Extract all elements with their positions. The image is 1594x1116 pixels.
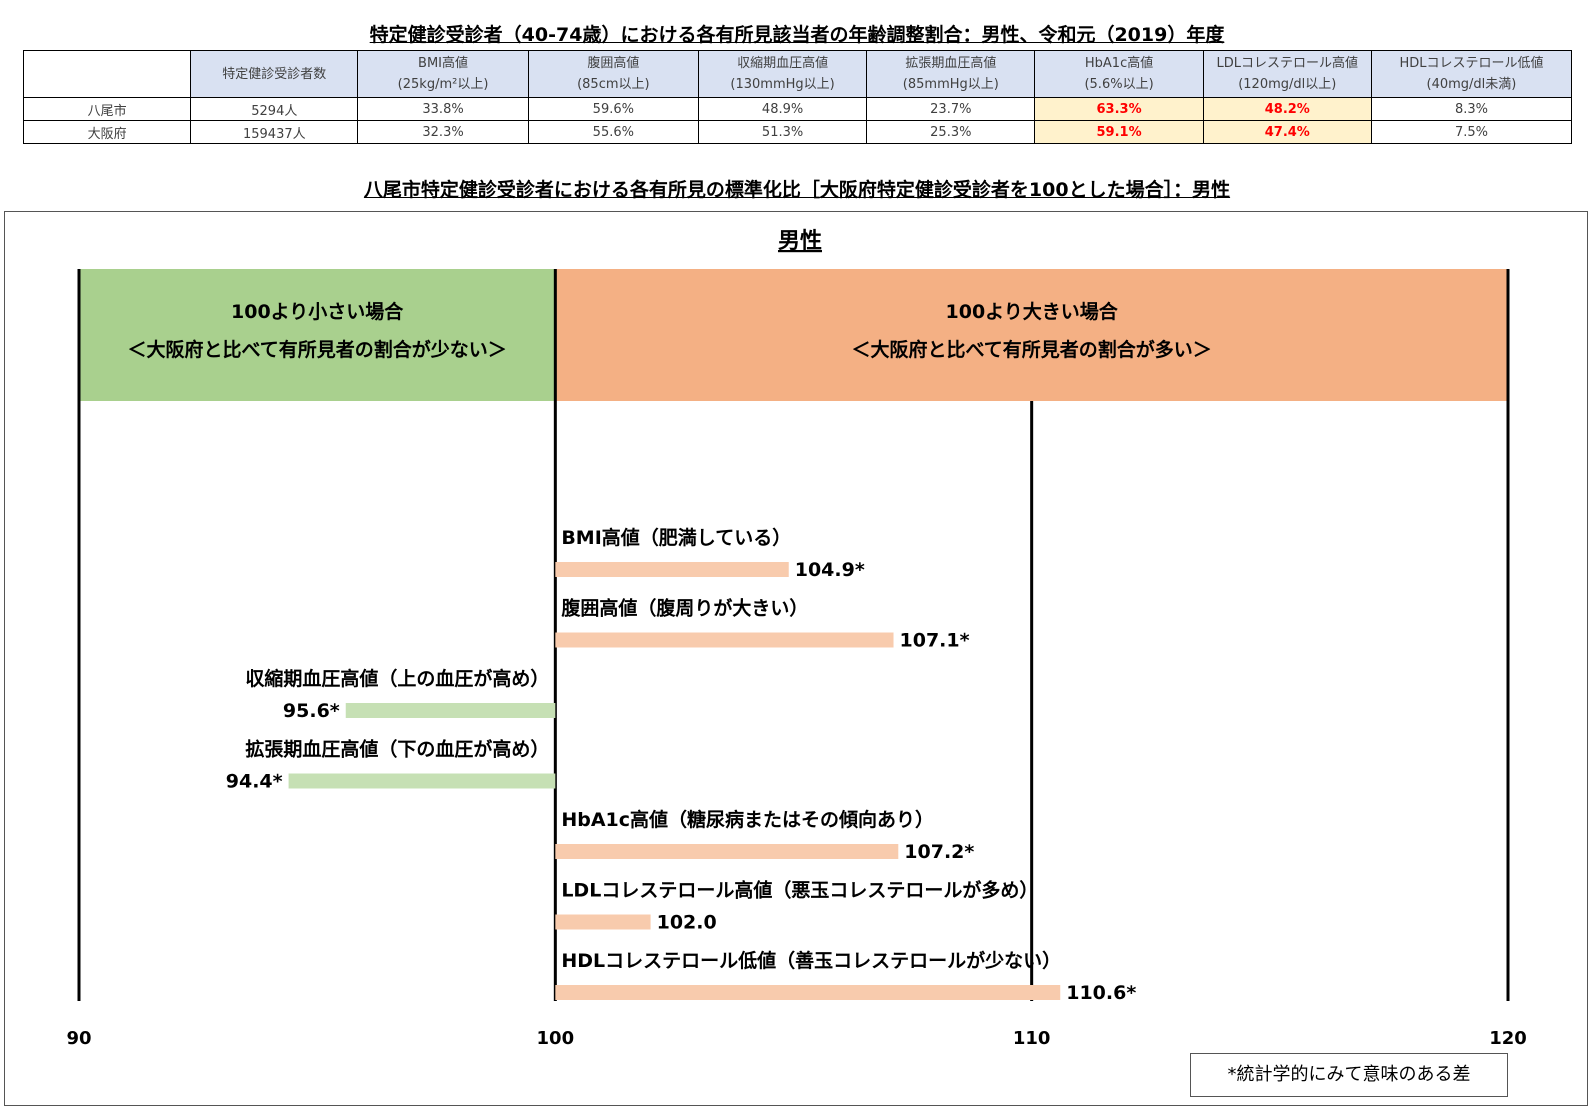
bar-label: HbA1c高値（糖尿病またはその傾向あり） [561, 808, 934, 831]
table-cell: 159437人 [190, 120, 359, 144]
bar-value: 104.9* [795, 559, 865, 581]
bar-value: 95.6* [283, 700, 340, 722]
table-title: 特定健診受診者（40-74歳）における各有所見該当者の年齢調整割合：男性、令和元… [369, 24, 1225, 46]
low-region-box [79, 269, 556, 401]
table-row: 大阪府 159437人 32.3% 55.6% 51.3% 25.3% 59.1… [22, 120, 1573, 144]
bar [288, 773, 556, 789]
table-header-row: 特定健診受診者数 BMI高値(25kg/m²以上) 腹囲高値(85cm以上) 収… [22, 50, 1573, 98]
table-cell-highlight: 63.3% [1034, 97, 1204, 121]
stats-table: 特定健診受診者数 BMI高値(25kg/m²以上) 腹囲高値(85cm以上) 収… [22, 50, 1573, 144]
high-region-sublabel: ＜大阪府と比べて有所見者の割合が多い＞ [852, 338, 1212, 361]
chart-section-title: 八尾市特定健診受診者における各有所見の標準化比［大阪府特定健診受診者を100とし… [363, 179, 1231, 201]
table-cell-highlight: 59.1% [1034, 120, 1204, 144]
bar-label: LDLコレステロール高値（悪玉コレステロールが多め） [561, 879, 1038, 902]
low-region-sublabel: ＜大阪府と比べて有所見者の割合が少ない＞ [128, 338, 507, 361]
x-tick-label: 90 [66, 1028, 91, 1049]
bar [345, 703, 556, 718]
bar [555, 844, 899, 859]
header-cell: HbA1c高値(5.6%以上) [1034, 50, 1204, 98]
header-cell: 拡張期血圧高値(85mmHg以上) [866, 50, 1036, 98]
table-cell: 55.6% [527, 120, 699, 144]
low-region-label: 100より小さい場合 [231, 300, 404, 323]
header-cell: 収縮期血圧高値(130mmHg以上) [697, 50, 868, 98]
x-tick-label: 100 [537, 1028, 575, 1049]
footnote: *統計学的にみて意味のある差 [1190, 1053, 1508, 1097]
table-cell: 51.3% [697, 120, 868, 144]
bar-label: 腹囲高値（腹周りが大きい） [560, 597, 808, 620]
table-cell: 7.5% [1370, 120, 1573, 144]
chart-frame [4, 211, 1588, 1106]
row-label: 大阪府 [22, 120, 192, 144]
table-cell: 25.3% [866, 120, 1036, 144]
x-tick-label: 110 [1013, 1028, 1051, 1049]
header-cell: HDLコレステロール低値(40mg/dl未満) [1370, 50, 1573, 98]
table-cell: 32.3% [357, 120, 529, 144]
table-cell-highlight: 48.2% [1202, 97, 1372, 121]
bar-label: 収縮期血圧高値（上の血圧が高め） [245, 667, 549, 690]
bar-value: 107.1* [900, 630, 970, 652]
x-tick-label: 120 [1489, 1028, 1527, 1049]
header-cell: LDLコレステロール高値(120mg/dl以上) [1202, 50, 1372, 98]
high-region-box [555, 269, 1508, 401]
bar [555, 985, 1061, 1000]
bar-label: 拡張期血圧高値（下の血圧が高め） [245, 738, 549, 761]
bar [555, 632, 894, 648]
table-cell: 59.6% [527, 97, 699, 121]
header-cell: 腹囲高値(85cm以上) [527, 50, 699, 98]
table-cell: 48.9% [697, 97, 868, 121]
bar [555, 914, 651, 930]
bar-label: HDLコレステロール低値（善玉コレステロールが少ない） [561, 949, 1061, 972]
table-cell: 5294人 [190, 97, 359, 121]
bar-label: BMI高値（肥満している） [561, 526, 791, 549]
table-cell-highlight: 47.4% [1202, 120, 1372, 144]
bar-value: 94.4* [226, 771, 283, 793]
bar-value: 107.2* [904, 841, 974, 863]
chart-title: 男性 [778, 229, 822, 254]
bar [555, 562, 789, 577]
table-cell: 33.8% [357, 97, 529, 121]
bar-value: 102.0 [657, 912, 717, 934]
table-row: 八尾市 5294人 33.8% 59.6% 48.9% 23.7% 63.3% … [22, 97, 1573, 121]
high-region-label: 100より大きい場合 [946, 300, 1119, 323]
bar-value: 110.6* [1066, 982, 1136, 1004]
